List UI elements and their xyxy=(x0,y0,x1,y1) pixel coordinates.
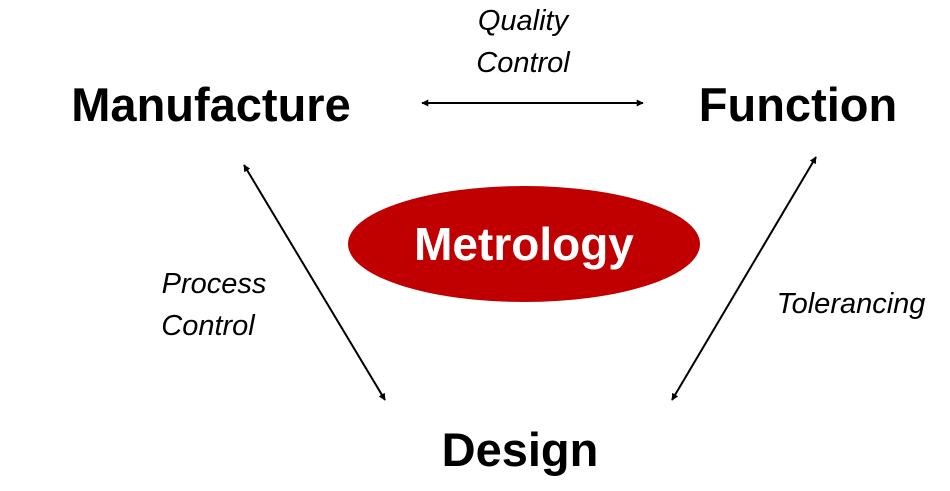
arrow-manufacture-design xyxy=(243,164,386,401)
node-manufacture: Manufacture xyxy=(71,78,350,131)
quality-control-label-line1: Quality xyxy=(478,5,570,37)
arrow-function-design xyxy=(671,156,817,401)
node-function: Function xyxy=(699,78,897,131)
process-control-label-line2: Control xyxy=(161,310,256,342)
quality-control-label-line2: Control xyxy=(476,47,571,79)
node-design: Design xyxy=(442,423,599,476)
tolerancing-label: Tolerancing xyxy=(777,288,926,320)
process-control-label-line1: Process xyxy=(162,268,267,300)
metrology-label: Metrology xyxy=(414,218,634,270)
metrology-ellipse xyxy=(348,186,700,302)
